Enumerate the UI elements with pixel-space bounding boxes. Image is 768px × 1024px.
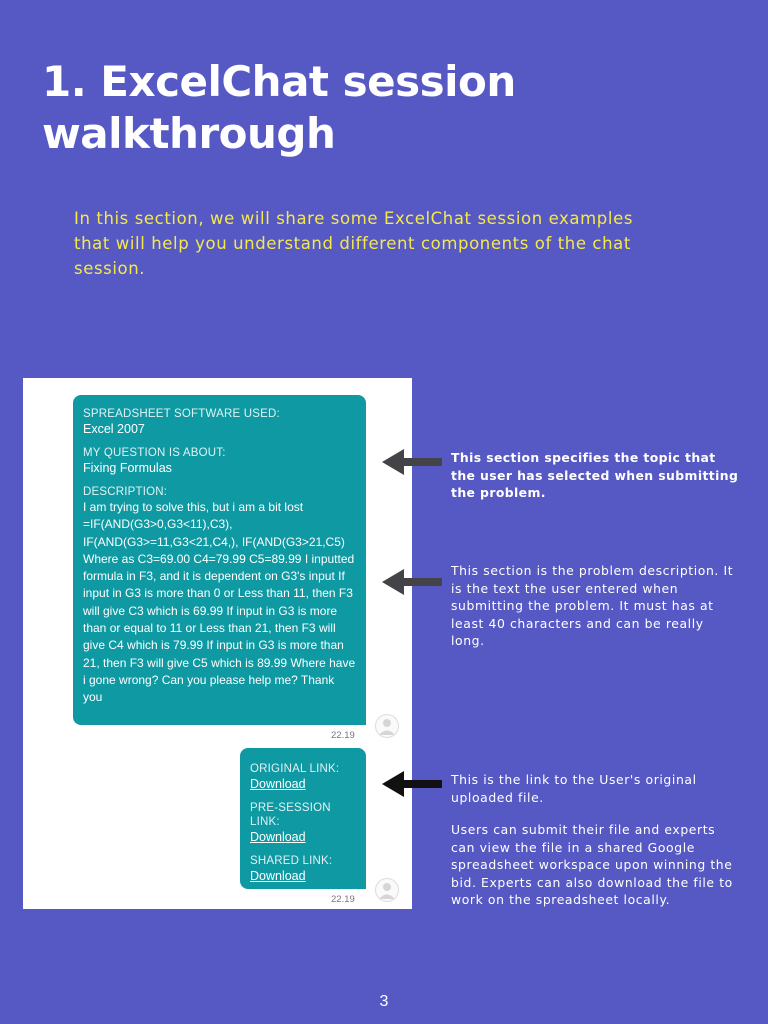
avatar-icon bbox=[375, 878, 399, 902]
links-bubble: ORIGINAL LINK: Download PRE-SESSION LINK… bbox=[240, 748, 366, 889]
description-label: DESCRIPTION: bbox=[83, 486, 168, 498]
description-value: I am trying to solve this, but i am a bi… bbox=[83, 500, 356, 705]
arrow-left-icon bbox=[382, 569, 442, 595]
topic-note: This section specifies the topic that th… bbox=[451, 450, 739, 500]
chat-screenshot-panel: SPREADSHEET SOFTWARE USED: Excel 2007 MY… bbox=[23, 378, 412, 909]
presession-link-label: PRE-SESSION LINK: bbox=[250, 802, 331, 828]
original-download-link[interactable]: Download bbox=[250, 777, 306, 791]
link-note: This is the link to the User's original … bbox=[451, 772, 697, 805]
shared-link-label: SHARED LINK: bbox=[250, 855, 333, 867]
file-note: Users can submit their file and experts … bbox=[451, 822, 733, 907]
question-label: MY QUESTION IS ABOUT: bbox=[83, 447, 226, 459]
avatar-icon bbox=[375, 714, 399, 738]
software-label: SPREADSHEET SOFTWARE USED: bbox=[83, 408, 280, 420]
page-title: 1. ExcelChat session walkthrough bbox=[42, 57, 516, 158]
intro-text: In this section, we will share some Exce… bbox=[74, 209, 634, 278]
original-link-label: ORIGINAL LINK: bbox=[250, 763, 340, 775]
question-value: Fixing Formulas bbox=[83, 461, 172, 475]
message-timestamp: 22.19 bbox=[331, 894, 355, 905]
message-timestamp: 22.19 bbox=[331, 730, 355, 741]
arrow-left-icon bbox=[382, 771, 442, 797]
arrow-left-icon bbox=[382, 449, 442, 475]
description-note: This section is the problem description.… bbox=[451, 563, 734, 648]
problem-bubble: SPREADSHEET SOFTWARE USED: Excel 2007 MY… bbox=[73, 395, 366, 725]
page-number: 3 bbox=[379, 993, 389, 1010]
presession-download-link[interactable]: Download bbox=[250, 830, 306, 844]
software-value: Excel 2007 bbox=[83, 422, 145, 436]
shared-download-link[interactable]: Download bbox=[250, 869, 306, 883]
